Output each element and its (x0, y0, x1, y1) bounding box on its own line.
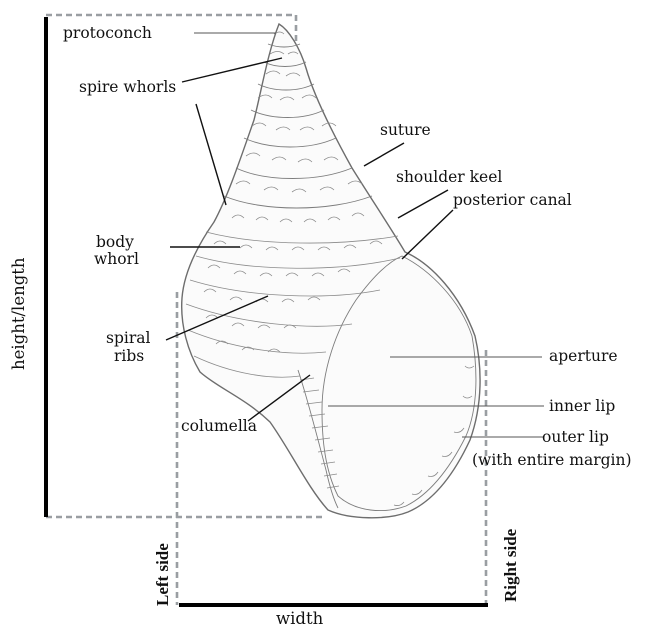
height-length-label: height/length (9, 257, 28, 370)
shoulder-keel-leader (398, 190, 448, 218)
spire-whorls-label: spire whorls (79, 78, 176, 96)
suture-leader (364, 143, 404, 166)
right-side-label: Right side (501, 528, 520, 602)
body-whorl-label-line2: whorl (94, 250, 139, 268)
columella-label: columella (181, 417, 257, 435)
shoulder-keel-label: shoulder keel (396, 168, 502, 186)
outer-lip-label-line2: (with entire margin) (472, 451, 632, 469)
shell-illustration (182, 24, 480, 518)
shell-outline (182, 24, 480, 518)
left-side-label: Left side (153, 543, 172, 606)
spire-whorls-leader-2 (196, 104, 226, 205)
spiral-ribs-label-line1: spiral (106, 329, 150, 347)
body-whorl-label-line1: body (96, 233, 134, 251)
protoconch-label: protoconch (63, 24, 152, 42)
outer-lip-label-line1: outer lip (542, 428, 609, 446)
width-label: width (276, 609, 324, 628)
suture-label: suture (380, 121, 431, 139)
posterior-canal-label: posterior canal (453, 191, 572, 209)
spiral-ribs-label-line2: ribs (114, 347, 144, 365)
aperture-label: aperture (549, 347, 618, 365)
posterior-canal-leader (402, 210, 453, 259)
inner-lip-label: inner lip (549, 397, 615, 415)
